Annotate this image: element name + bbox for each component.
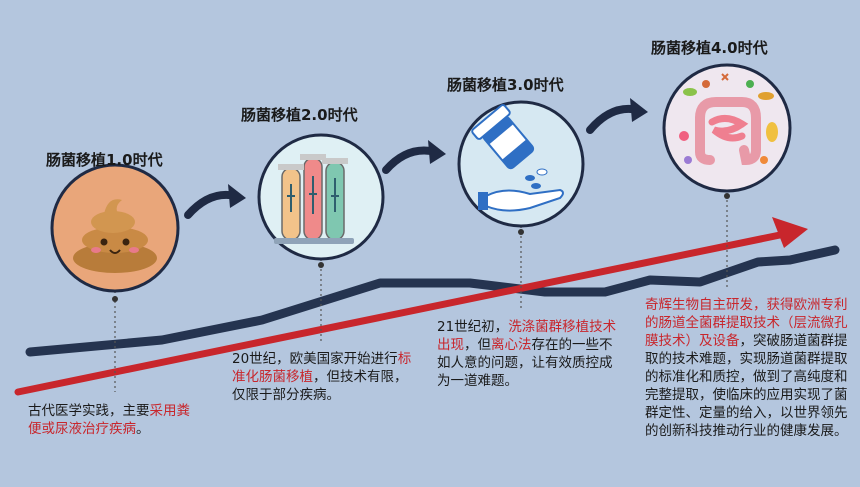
curved-arrow-2-icon xyxy=(382,140,446,174)
era-3-title: 肠菌移植3.0时代 xyxy=(447,76,564,94)
pill-bottle-hand-icon xyxy=(471,104,564,212)
era-2-desc-part: ，但技术有限，仅限于部分疾病。 xyxy=(232,369,408,403)
era-4-desc-part: ，突破肠道菌群提取的技术难题，实现肠道菌群提取的标准化和质控，做到了高纯度和完整… xyxy=(645,333,848,439)
era-3-desc-highlight: 洗涤菌群移植技术出现 xyxy=(437,319,617,353)
era-1-desc-part: 。 xyxy=(136,421,150,437)
era-1-desc-highlight: 采用粪便或尿液治疗疾病 xyxy=(28,403,190,437)
era-3-desc-part: 21世纪初， xyxy=(437,319,509,335)
era-2-circle xyxy=(257,133,385,261)
era-1-title: 肠菌移植1.0时代 xyxy=(46,151,163,169)
connector-dot-1 xyxy=(112,296,118,302)
rising-trend-arrow-shaft xyxy=(14,231,784,396)
era-2-description: 20世纪，欧美国家开始进行标准化肠菌移植，但技术有限，仅限于部分疾病。 xyxy=(232,350,417,404)
test-tubes-icon xyxy=(274,154,354,244)
era-2-desc-part: 20世纪，欧美国家开始进行 xyxy=(232,351,398,367)
era-1-desc-part: 古代医学实践，主要 xyxy=(28,403,150,419)
era-4-title: 肠菌移植4.0时代 xyxy=(651,39,768,57)
era-2-title: 肠菌移植2.0时代 xyxy=(241,106,358,124)
rising-trend-arrow-head xyxy=(772,217,808,248)
connector-dot-4 xyxy=(724,193,730,199)
zigzag-trend-line xyxy=(25,245,840,357)
era-2-desc-highlight: 标准化肠菌移植 xyxy=(232,351,412,385)
era-3-desc-highlight: 离心法 xyxy=(491,337,532,353)
era-1-description: 古代医学实践，主要采用粪便或尿液治疗疾病。 xyxy=(28,402,203,438)
curved-arrow-1-icon xyxy=(184,184,246,219)
era-3-description: 21世纪初，洗涤菌群移植技术出现，但离心法存在的一些不如人意的问题，让有效质控成… xyxy=(437,318,617,390)
era-3-circle xyxy=(457,100,585,228)
era-1-circle xyxy=(50,163,180,293)
curved-arrow-3-icon xyxy=(586,98,648,134)
era-4-circle xyxy=(662,63,792,193)
era-3-desc-part: 存在的一些不如人意的问题，让有效质控成为一道难题。 xyxy=(437,337,613,389)
poop-icon xyxy=(73,199,157,273)
intestine-bacteria-icon xyxy=(679,73,778,166)
connector-dot-2 xyxy=(318,262,324,268)
era-4-description: 奇辉生物自主研发，获得欧洲专利的肠道全菌群提取技术（层流微孔膜技术）及设备，突破… xyxy=(645,296,851,440)
era-3-desc-part: ，但 xyxy=(464,337,491,353)
connector-dot-3 xyxy=(518,229,524,235)
era-4-desc-highlight: 奇辉生物自主研发，获得欧洲专利的肠道全菌群提取技术（层流微孔膜技术）及设备 xyxy=(645,297,848,349)
